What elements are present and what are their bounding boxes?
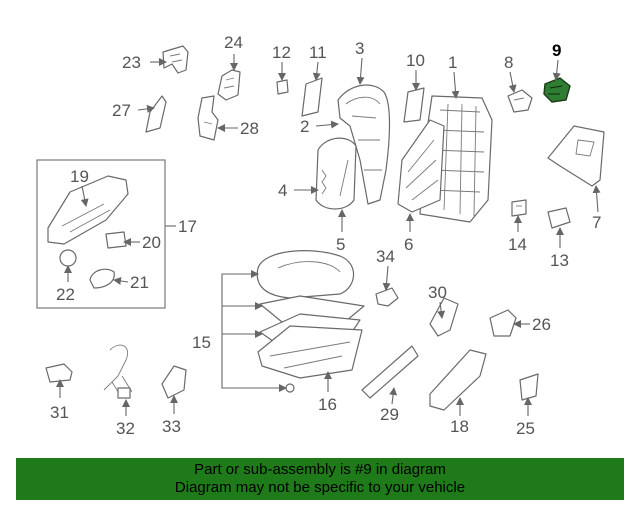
part-24-bracket[interactable] <box>217 69 241 101</box>
callout-6[interactable]: 6 <box>404 235 413 254</box>
part-28-bracket[interactable] <box>197 95 219 141</box>
callout-19[interactable]: 19 <box>70 167 89 186</box>
part-29-rail[interactable] <box>361 345 419 399</box>
group-17-box <box>36 159 166 309</box>
part-21-cover[interactable] <box>89 268 115 289</box>
part-19-side-trim[interactable] <box>47 175 129 245</box>
callout-31[interactable]: 31 <box>50 403 69 422</box>
part-16-seat-frame[interactable] <box>257 325 363 393</box>
callout-18[interactable]: 18 <box>450 417 469 436</box>
callout-17[interactable]: 17 <box>178 217 197 236</box>
callout-28[interactable]: 28 <box>240 119 259 138</box>
part-13-block[interactable] <box>547 207 571 229</box>
callout-4[interactable]: 4 <box>278 181 287 200</box>
callout-22[interactable]: 22 <box>56 285 75 304</box>
callout-15[interactable]: 15 <box>192 333 211 352</box>
callout-26[interactable]: 26 <box>532 315 551 334</box>
banner-line-1: Part or sub-assembly is #9 in diagram <box>194 461 446 478</box>
info-banner: Part or sub-assembly is #9 in diagram Di… <box>16 458 624 500</box>
callout-23[interactable]: 23 <box>122 53 141 72</box>
callout-14[interactable]: 14 <box>508 235 527 254</box>
part-27-bracket[interactable] <box>145 95 167 133</box>
part-12-clip[interactable] <box>276 79 289 95</box>
part-30-bracket[interactable] <box>429 297 459 337</box>
part-11-trim[interactable] <box>301 77 323 117</box>
part-7-trim-panel[interactable] <box>547 125 605 187</box>
callout-33[interactable]: 33 <box>162 417 181 436</box>
part-22-knob[interactable] <box>59 249 77 267</box>
part-3-backrest-pad[interactable] <box>337 84 391 205</box>
callout-24[interactable]: 24 <box>224 33 243 52</box>
part-14-clip[interactable] <box>511 199 527 217</box>
part-25-bracket[interactable] <box>519 373 539 401</box>
callout-11[interactable]: 11 <box>309 43 327 62</box>
callout-10[interactable]: 10 <box>406 51 425 70</box>
part-18-trim[interactable] <box>429 349 487 411</box>
callout-32[interactable]: 32 <box>116 419 135 438</box>
part-4-back-cushion[interactable] <box>315 137 357 210</box>
part-20-switch[interactable] <box>105 231 127 249</box>
callout-29[interactable]: 29 <box>380 405 399 424</box>
callout-13[interactable]: 13 <box>550 251 569 270</box>
callout-20[interactable]: 20 <box>142 233 161 252</box>
part-8-guide[interactable] <box>507 89 533 113</box>
callout-16[interactable]: 16 <box>318 395 337 414</box>
callout-27[interactable]: 27 <box>112 101 131 120</box>
callout-21[interactable]: 21 <box>130 273 149 292</box>
part-34-bracket[interactable] <box>375 287 399 307</box>
callout-30[interactable]: 30 <box>428 283 447 302</box>
part-26-bracket[interactable] <box>489 309 517 337</box>
callout-7[interactable]: 7 <box>592 213 601 232</box>
part-31-block[interactable] <box>45 363 73 383</box>
callout-9-highlighted[interactable]: 9 <box>552 41 561 60</box>
leader-lines <box>56 54 601 416</box>
part-32-harness[interactable] <box>103 344 133 399</box>
part-23-bracket[interactable] <box>162 45 189 74</box>
callout-numbers: 23 24 12 11 3 2 10 1 8 9 27 28 4 5 6 7 1… <box>50 33 601 438</box>
callout-25[interactable]: 25 <box>516 419 535 438</box>
part-6-back-panel[interactable] <box>397 119 445 213</box>
callout-12[interactable]: 12 <box>272 43 291 62</box>
callout-8[interactable]: 8 <box>504 53 513 72</box>
part-10-pad[interactable] <box>403 87 425 123</box>
callout-5[interactable]: 5 <box>336 235 345 254</box>
callout-2[interactable]: 2 <box>300 117 309 136</box>
part-9-highlighted[interactable] <box>543 77 571 103</box>
part-33-cover[interactable] <box>161 365 187 399</box>
banner-line-2: Diagram may not be specific to your vehi… <box>174 479 466 496</box>
callout-34[interactable]: 34 <box>376 247 395 266</box>
callout-1[interactable]: 1 <box>448 53 457 72</box>
callout-3[interactable]: 3 <box>355 39 364 58</box>
